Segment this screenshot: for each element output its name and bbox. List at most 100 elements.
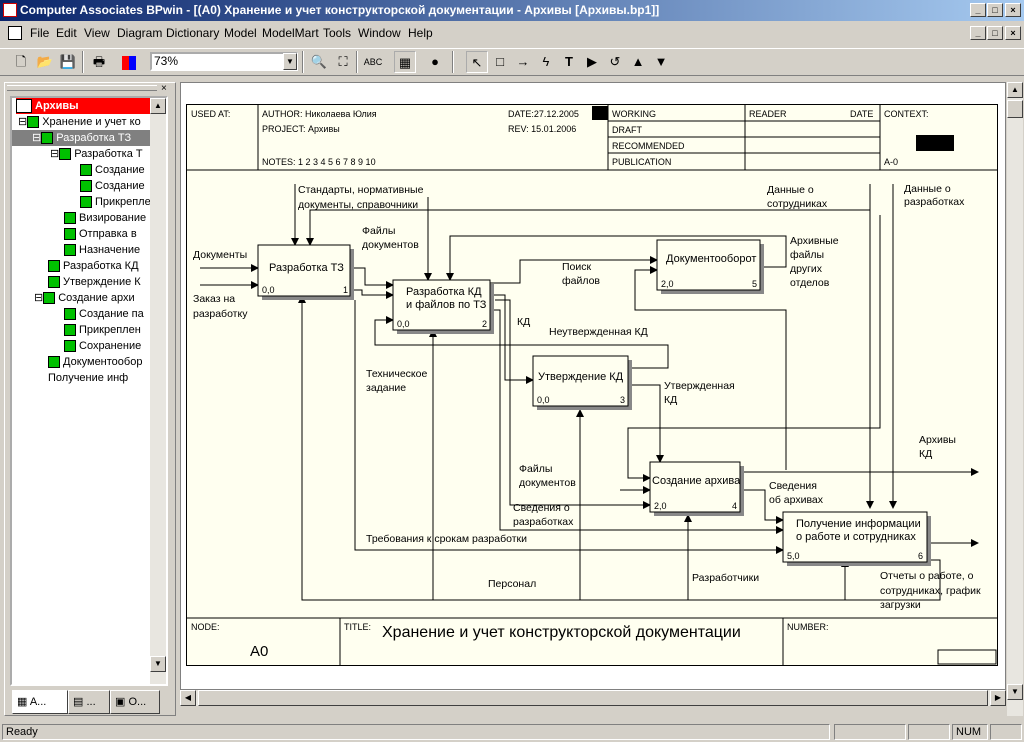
- arrow-label[interactable]: Требования к срокам разработки: [366, 533, 527, 545]
- arrow-label[interactable]: Стандарты, нормативные: [298, 184, 424, 196]
- menu-model[interactable]: Model: [224, 26, 257, 40]
- menu-dictionary[interactable]: Dictionary: [166, 26, 220, 40]
- undo-icon[interactable]: ↺: [609, 54, 621, 69]
- tab-diagrams[interactable]: ▤ ...: [68, 690, 110, 714]
- box-3-title[interactable]: Утверждение КД: [538, 371, 624, 383]
- arrow-label[interactable]: Заказ на: [193, 293, 235, 305]
- open-icon[interactable]: 📂: [36, 54, 54, 69]
- tree-item-selected[interactable]: ⊟Разработка ТЗ: [12, 130, 152, 146]
- zoom-fit-icon[interactable]: ⛶: [338, 54, 348, 69]
- tree-item[interactable]: ⊟Разработка Т: [50, 148, 143, 161]
- minimize-button[interactable]: _: [970, 3, 986, 17]
- tree-item[interactable]: Создание: [80, 178, 145, 194]
- box-tool-icon[interactable]: □: [496, 54, 504, 69]
- arrow-label[interactable]: Техническое: [366, 368, 427, 380]
- arrow-label[interactable]: КД: [517, 316, 530, 328]
- scroll-thumb[interactable]: [1007, 100, 1023, 118]
- arrow-label[interactable]: Файлы: [519, 463, 552, 475]
- panel-close-icon[interactable]: ×: [161, 83, 167, 94]
- box-5-title[interactable]: Документооборот: [666, 253, 756, 265]
- doc-restore-button[interactable]: □: [987, 26, 1003, 40]
- go-parent-icon[interactable]: ▲: [631, 54, 645, 69]
- arrow-label[interactable]: разработку: [193, 308, 248, 320]
- menu-window[interactable]: Window: [358, 26, 401, 40]
- tree-item[interactable]: ⊟Создание архи: [34, 292, 135, 305]
- arrow-label[interactable]: Разработчики: [692, 572, 759, 584]
- menu-tools[interactable]: Tools: [323, 26, 352, 40]
- horizontal-scrollbar[interactable]: ◀ ▶: [180, 690, 1006, 706]
- arrow-label[interactable]: Персонал: [488, 578, 536, 590]
- doc-close-button[interactable]: ×: [1005, 26, 1021, 40]
- box-2-title[interactable]: и файлов по ТЗ: [406, 299, 487, 311]
- arrow-label[interactable]: Сведения о: [513, 502, 570, 514]
- arrow-label[interactable]: отделов: [790, 277, 830, 289]
- arrow-label[interactable]: Поиск: [562, 261, 592, 273]
- arrow-label[interactable]: задание: [366, 382, 406, 394]
- doc-minimize-button[interactable]: _: [970, 26, 986, 40]
- arrow-label[interactable]: Документы: [193, 249, 247, 261]
- maximize-button[interactable]: □: [987, 3, 1003, 17]
- tree-item[interactable]: ⊟Хранение и учет ко: [18, 116, 141, 129]
- tree-item[interactable]: Сохранение: [64, 338, 141, 354]
- tree-item[interactable]: Визирование: [64, 210, 146, 226]
- menu-view[interactable]: View: [84, 26, 110, 40]
- arrow-label[interactable]: сотрудниках: [767, 198, 828, 210]
- arrow-label[interactable]: Отчеты о работе, о: [880, 570, 974, 582]
- chevron-down-icon[interactable]: ▼: [283, 53, 297, 70]
- arrow-label[interactable]: файлов: [562, 275, 600, 287]
- box-4-title[interactable]: Создание архива: [652, 475, 741, 487]
- new-icon[interactable]: 🗋: [15, 54, 27, 69]
- arrow-label[interactable]: об архивах: [769, 494, 824, 506]
- zoom-icon[interactable]: 🔍: [310, 54, 328, 69]
- arrow-label[interactable]: Архивы: [919, 434, 956, 446]
- menu-file[interactable]: File: [30, 26, 50, 40]
- print-icon[interactable]: 🖶: [92, 54, 106, 69]
- tree-item[interactable]: Прикрепле: [80, 194, 151, 210]
- arrow-label[interactable]: КД: [664, 394, 677, 406]
- arrow-label[interactable]: загрузки: [880, 599, 921, 611]
- tree-item[interactable]: Назначение: [64, 242, 140, 258]
- box-1-title[interactable]: Разработка ТЗ: [269, 262, 344, 274]
- box-6-title[interactable]: Получение информации: [796, 518, 921, 530]
- menu-diagram[interactable]: Diagram: [117, 26, 163, 40]
- squiggle-tool-icon[interactable]: ϟ: [542, 54, 550, 69]
- menu-modelmart[interactable]: ModelMart: [262, 26, 319, 40]
- close-button[interactable]: ×: [1005, 3, 1021, 17]
- vertical-scrollbar[interactable]: ▲ ▼: [1007, 82, 1023, 716]
- color-icon[interactable]: [118, 51, 140, 73]
- arrow-label[interactable]: КД: [919, 448, 932, 460]
- scroll-thumb[interactable]: [198, 690, 988, 706]
- tree-item[interactable]: Создание па: [64, 306, 144, 322]
- scroll-left-icon[interactable]: ◀: [180, 690, 196, 706]
- arrow-label[interactable]: разработках: [904, 196, 965, 208]
- tab-objects[interactable]: ▣ O...: [110, 690, 160, 714]
- spell-check-icon[interactable]: ABC: [363, 57, 383, 67]
- tree-item[interactable]: Документообор: [48, 354, 142, 370]
- scroll-down-icon[interactable]: ▼: [150, 656, 166, 672]
- text-tool-icon[interactable]: T: [565, 54, 573, 69]
- scroll-right-icon[interactable]: ▶: [990, 690, 1006, 706]
- tree-item[interactable]: Отправка в: [64, 226, 137, 242]
- arrow-label[interactable]: Данные о: [767, 184, 814, 196]
- arrow-label[interactable]: Сведения: [769, 480, 817, 492]
- tree-item[interactable]: Получение инф: [48, 372, 129, 384]
- go-child-icon[interactable]: ▶: [587, 54, 597, 69]
- arrow-label[interactable]: Архивные: [790, 235, 839, 247]
- arrow-label[interactable]: файлы: [790, 249, 824, 261]
- tree-item[interactable]: Утверждение К: [48, 274, 141, 290]
- tree-root[interactable]: Архивы: [16, 98, 156, 114]
- pointer-icon[interactable]: ↖: [466, 51, 488, 73]
- menu-help[interactable]: Help: [408, 26, 433, 40]
- save-icon[interactable]: 💾: [59, 54, 77, 69]
- arrow-label[interactable]: сотрудниках, график: [880, 585, 981, 597]
- arrow-label[interactable]: Неутвержденная КД: [549, 326, 648, 338]
- globe-icon[interactable]: ●: [431, 54, 439, 69]
- go-down-icon[interactable]: ▼: [654, 54, 668, 69]
- box-6-title[interactable]: о работе и сотрудниках: [796, 531, 916, 543]
- scroll-up-icon[interactable]: ▲: [150, 98, 166, 114]
- arrow-tool-icon[interactable]: →: [516, 54, 530, 69]
- model-explorer-icon[interactable]: ▦: [394, 51, 416, 73]
- box-2-title[interactable]: Разработка КД: [406, 286, 482, 298]
- tree-item[interactable]: Разработка КД: [48, 258, 139, 274]
- arrow-label[interactable]: других: [790, 263, 823, 275]
